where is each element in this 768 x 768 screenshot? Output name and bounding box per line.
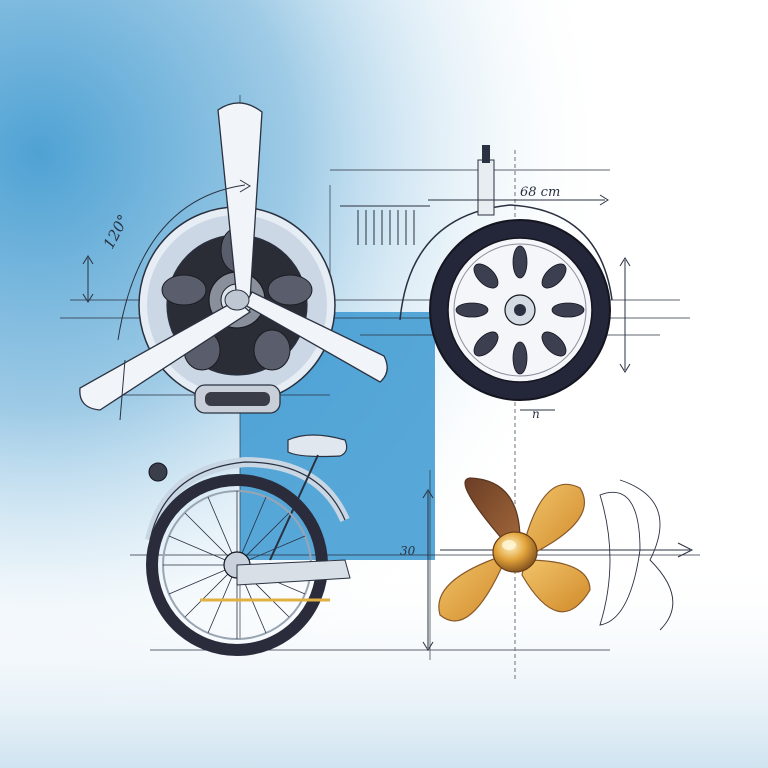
aircraft-engine [79,102,388,421]
bicycle-wheel [145,434,351,656]
height-label: 30 [400,544,416,558]
width-label: 68 cm [520,185,560,200]
boat-propeller [422,477,694,651]
car-wheel [340,145,631,411]
bottom-wash [0,560,768,768]
offset-label: n [532,407,540,421]
grille-hatching [340,205,430,245]
